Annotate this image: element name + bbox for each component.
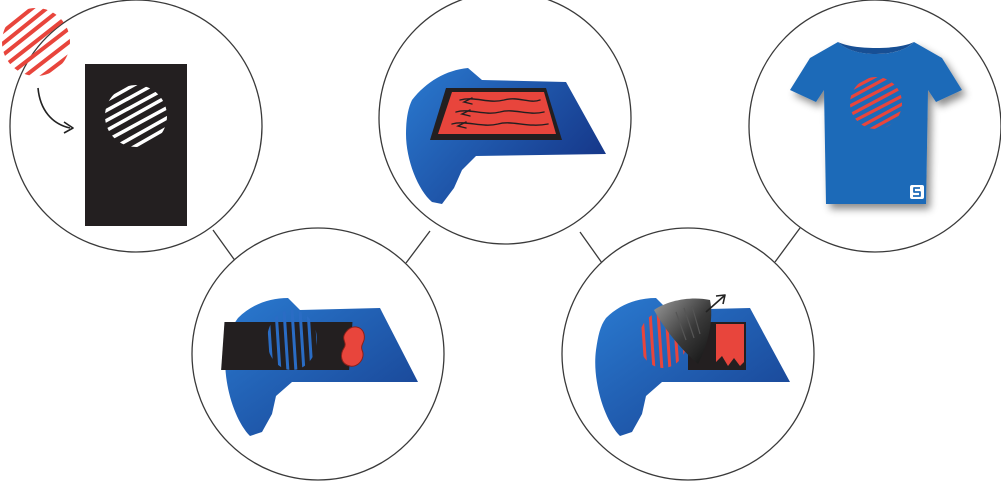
arrowhead-icon bbox=[63, 121, 74, 134]
ink-edge bbox=[716, 324, 744, 366]
peel-stripes bbox=[675, 305, 701, 341]
connector-lines bbox=[212, 227, 801, 264]
brand-logo-icon bbox=[910, 185, 924, 199]
step-apply-ink bbox=[191, 227, 445, 481]
ink-dab-icon bbox=[341, 326, 365, 367]
squeegee-spread-icon bbox=[451, 97, 549, 129]
step-peel-stencil bbox=[561, 227, 815, 481]
tshirt-collar bbox=[838, 42, 914, 54]
tshirt-icon bbox=[790, 42, 962, 204]
connector-3-4 bbox=[579, 231, 603, 264]
step-spread-ink bbox=[378, 0, 632, 245]
step-finished-shirt bbox=[748, 0, 1001, 253]
peel-arrow-icon bbox=[705, 294, 726, 313]
connector-2-3 bbox=[405, 230, 431, 264]
step-create-stencil bbox=[2, 0, 263, 253]
connector-1-2 bbox=[212, 229, 237, 263]
arrow-icon bbox=[37, 87, 71, 129]
connector-4-5 bbox=[774, 227, 801, 263]
